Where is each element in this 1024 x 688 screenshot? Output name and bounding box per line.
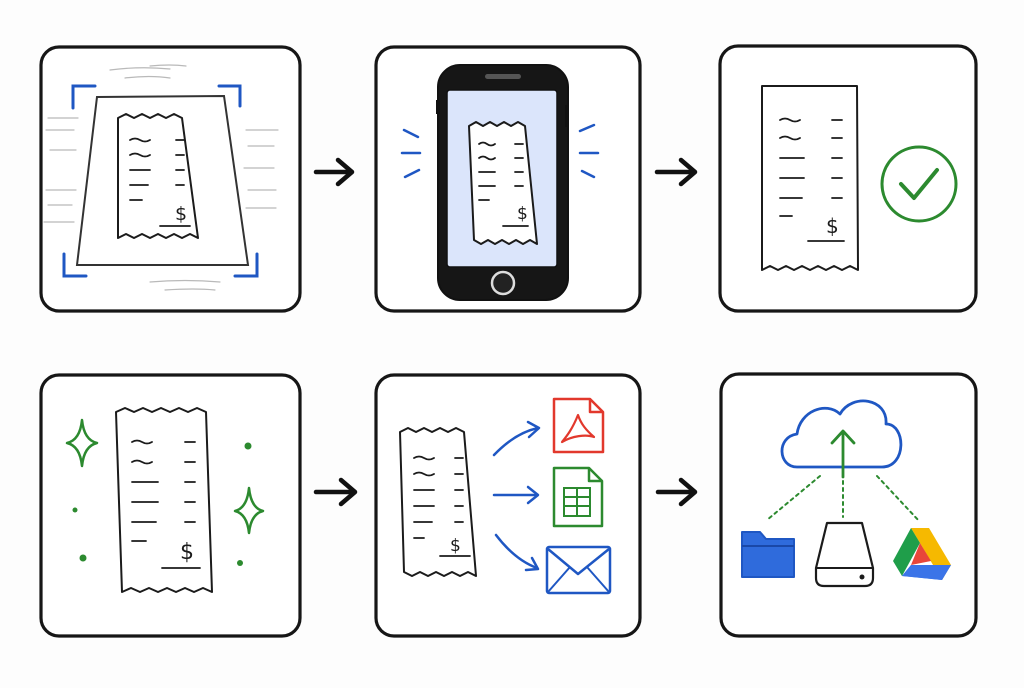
google-drive-icon xyxy=(893,528,951,580)
currency-symbol: $ xyxy=(175,203,187,225)
receipt-icon: $ xyxy=(399,427,477,577)
currency-symbol: $ xyxy=(517,204,528,224)
currency-symbol: $ xyxy=(180,540,194,565)
panel-save-storage xyxy=(719,372,978,638)
flow-arrow-1 xyxy=(313,157,355,187)
pdf-file-icon xyxy=(552,397,605,454)
flow-arrow-4 xyxy=(655,477,698,507)
panel-enhance-receipt: $ xyxy=(39,373,302,638)
sync-dotted-links xyxy=(766,475,921,523)
receipt-icon: $ xyxy=(115,407,213,593)
panel-scan-receipt: $ xyxy=(39,45,302,313)
home-button xyxy=(490,270,516,296)
sparkle-icon xyxy=(65,418,265,535)
scan-frame-corners xyxy=(62,84,259,278)
capture-flash-lines xyxy=(400,123,600,179)
currency-symbol: $ xyxy=(450,536,461,556)
check-circle-icon xyxy=(880,145,958,223)
receipt-icon: $ xyxy=(117,113,199,239)
receipt-icon: $ xyxy=(761,85,859,271)
panel-export-receipt: $ xyxy=(374,373,642,638)
flow-arrow-3 xyxy=(313,477,358,507)
email-icon xyxy=(545,545,612,595)
cloud-upload-icon xyxy=(780,399,903,479)
spreadsheet-file-icon xyxy=(552,466,604,528)
folder-icon xyxy=(741,531,795,578)
panel-capture-phone: $ xyxy=(374,45,642,313)
flow-arrow-2 xyxy=(654,157,698,187)
receipt-icon: $ xyxy=(468,121,538,245)
panel-verify-receipt: $ xyxy=(718,44,978,313)
sparkle-dots xyxy=(72,442,252,566)
currency-symbol: $ xyxy=(826,214,839,238)
table-hatch-texture xyxy=(43,64,279,291)
external-drive-icon xyxy=(814,521,875,588)
export-arrows xyxy=(492,420,541,572)
